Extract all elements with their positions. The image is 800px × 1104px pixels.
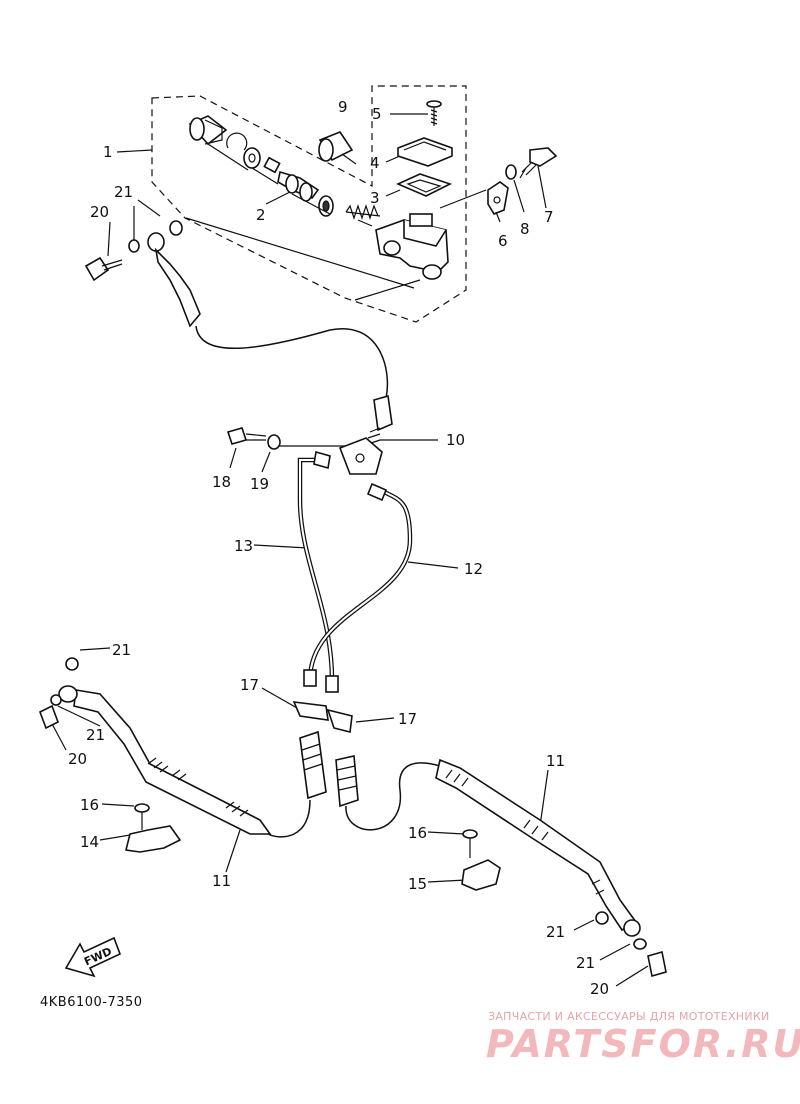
- callout-17-left: 17: [240, 676, 259, 694]
- callout-3: 3: [370, 189, 380, 207]
- callout-21-left-top: 21: [112, 641, 131, 659]
- watermark-tagline: ЗАПЧАСТИ И АКСЕССУАРЫ ДЛЯ МОТОТЕХНИКИ: [488, 1010, 770, 1023]
- callout-21-right-bottom: 21: [576, 954, 595, 972]
- callout-10: 10: [446, 431, 465, 449]
- callout-21-right-top: 21: [546, 923, 565, 941]
- callout-17-right: 17: [398, 710, 417, 728]
- pipe-clamps: [292, 701, 353, 733]
- callout-7: 7: [544, 208, 554, 226]
- callout-11-right: 11: [546, 752, 565, 770]
- callout-13: 13: [234, 537, 253, 555]
- callout-20-right: 20: [590, 980, 609, 998]
- callout-18: 18: [212, 473, 231, 491]
- callout-12: 12: [464, 560, 483, 578]
- callout-11-left: 11: [212, 872, 231, 890]
- watermark-brand-logo: PARTSFOR.RU: [486, 1022, 800, 1066]
- callout-21-left-bottom: 21: [86, 726, 105, 744]
- callout-4: 4: [370, 154, 380, 172]
- callout-2: 2: [256, 206, 266, 224]
- brake-pipes: [297, 450, 413, 693]
- callout-21-upper: 21: [114, 183, 133, 201]
- callout-5: 5: [372, 105, 382, 123]
- upper-banjo-fittings: [84, 220, 201, 328]
- callout-15: 15: [408, 875, 427, 893]
- fwd-arrow-icon: FWD: [64, 936, 122, 978]
- master-cylinder-assembly-outline: [151, 85, 467, 323]
- brake-hose-joint: [226, 394, 393, 475]
- callout-20-upper: 20: [90, 203, 109, 221]
- left-brake-hose: [38, 657, 311, 853]
- callout-16-left: 16: [80, 796, 99, 814]
- right-brake-hose: [345, 758, 667, 978]
- lower-hose-unions: [299, 730, 359, 808]
- callout-19: 19: [250, 475, 269, 493]
- callout-6: 6: [498, 232, 508, 250]
- callout-9: 9: [338, 98, 348, 116]
- callout-20-left: 20: [68, 750, 87, 768]
- callout-14: 14: [80, 833, 99, 851]
- callout-1: 1: [103, 143, 113, 161]
- callout-8: 8: [520, 220, 530, 238]
- upper-brake-hose: [195, 325, 389, 399]
- callout-labels: 1 2 3 4 5 6 7 8 9 10 11 11 12 13 14 15 1…: [68, 98, 609, 998]
- diagram-code: 4KB6100-7350: [40, 995, 143, 1010]
- callout-16-right: 16: [408, 824, 427, 842]
